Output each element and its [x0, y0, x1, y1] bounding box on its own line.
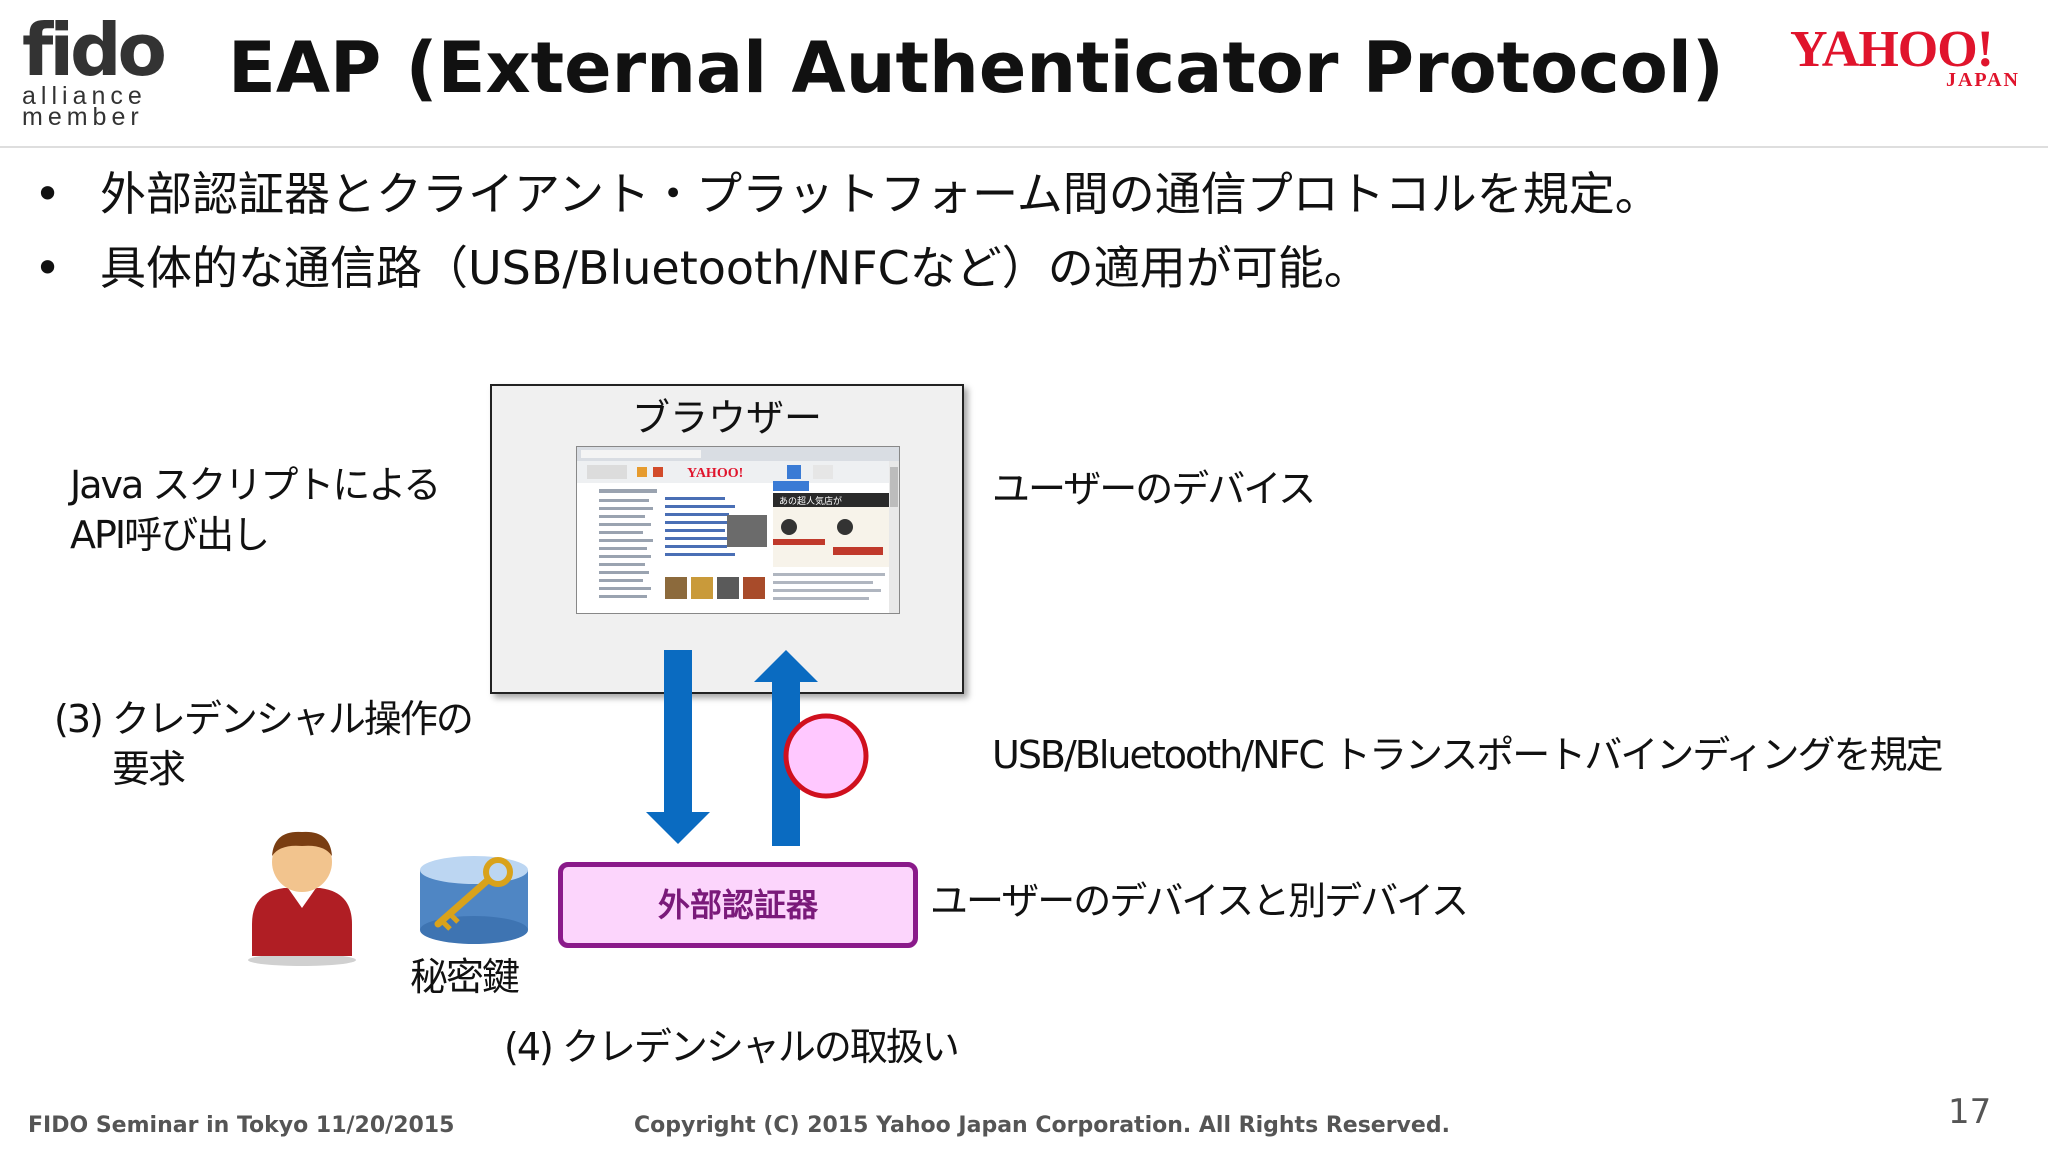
external-authenticator-box: 外部認証器 [558, 862, 918, 948]
fido-logo-line1: alliance [22, 82, 147, 110]
fido-logo-line2: member [22, 103, 144, 131]
user-device-label: ユーザーのデバイス [992, 467, 1316, 511]
step3-label-line2: 要求 [112, 747, 186, 791]
bullet-marker: • [34, 167, 62, 221]
connection-circle-icon [783, 713, 869, 799]
transport-binding-label: USB/Bluetooth/NFC トランスポートバインディングを規定 [992, 733, 1944, 777]
header-divider [0, 146, 2048, 148]
web-page-thumbnail-graphic: YAHOO! あの超人気店が [577, 447, 899, 613]
up-arrow-icon [754, 650, 818, 846]
private-key-label: 秘密鍵 [410, 955, 520, 999]
bullet-text-1: 外部認証器とクライアント・プラットフォーム間の通信プロトコルを規定。 [100, 167, 1661, 221]
page-number: 17 [1948, 1092, 1992, 1132]
js-api-label-line1: Java スクリプトによる [70, 463, 441, 507]
down-arrow-icon [646, 650, 710, 844]
footer-copyright: Copyright (C) 2015 Yahoo Japan Corporati… [634, 1113, 1450, 1138]
user-icon [248, 831, 356, 966]
bullet-text-2: 具体的な通信路（USB/Bluetooth/NFCなど）の適用が可能。 [100, 241, 1370, 295]
step4-label: (4) クレデンシャルの取扱い [504, 1025, 960, 1069]
bullet-item-1: • 外部認証器とクライアント・プラットフォーム間の通信プロトコルを規定。 [34, 164, 1661, 224]
screenshot-logo-text: YAHOO! [687, 466, 743, 481]
step3-label-line1: (3) クレデンシャル操作の [54, 697, 474, 741]
yahoo-japan-logo: YAHOO! JAPAN [1790, 24, 2030, 94]
screenshot-banner-text: あの超人気店が [779, 495, 842, 507]
browser-screenshot-thumbnail: YAHOO! あの超人気店が [576, 446, 900, 614]
yahoo-logo-word: YAHOO! [1790, 21, 1994, 78]
fido-alliance-logo: fido alliance member [22, 8, 172, 130]
fido-logo-word: fido [22, 8, 167, 92]
private-key-database-icon [420, 856, 528, 944]
bullet-item-2: • 具体的な通信路（USB/Bluetooth/NFCなど）の適用が可能。 [34, 238, 1370, 298]
browser-label: ブラウザー [631, 396, 822, 440]
yahoo-logo-sub: JAPAN [1945, 69, 2020, 91]
browser-box: ブラウザー [490, 384, 964, 694]
slide-title: EAP (External Authenticator Protocol) [228, 27, 1724, 109]
key-icon [434, 857, 513, 931]
bullet-marker: • [34, 241, 62, 295]
footer-seminar-info: FIDO Seminar in Tokyo 11/20/2015 [28, 1113, 455, 1138]
flow-arrows [646, 650, 869, 846]
separate-device-label: ユーザーのデバイスと別デバイス [930, 879, 1469, 923]
js-api-label-line2: API呼び出し [70, 513, 270, 557]
